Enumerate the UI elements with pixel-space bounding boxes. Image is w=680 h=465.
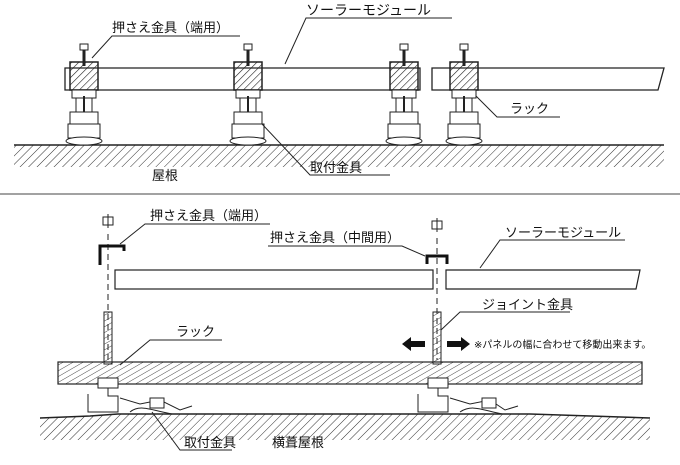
top-solar-module xyxy=(64,67,665,91)
bottom-label-roof: 横葺屋根 xyxy=(272,436,324,451)
bottom-bracket-left xyxy=(87,377,200,415)
bottom-label-solar-module: ソーラーモジュール xyxy=(505,226,621,241)
top-roof xyxy=(14,144,664,167)
bottom-rack xyxy=(57,361,643,385)
top-mount-2 xyxy=(229,43,267,146)
bottom-mid-clamp xyxy=(425,254,449,264)
bottom-solar-modules xyxy=(114,269,641,290)
bottom-end-clamp xyxy=(98,244,126,265)
top-diagram: 押さえ金具（端用） ソーラーモジュール ラック 屋根 取付金具 xyxy=(14,3,665,184)
top-mount-3 xyxy=(385,43,423,146)
top-label-mount: 取付金具 xyxy=(310,160,362,176)
move-arrows xyxy=(402,337,470,351)
bottom-label-note: ※パネルの幅に合わせて移動出来ます。 xyxy=(474,338,651,351)
top-mount-4 xyxy=(445,43,483,146)
top-label-rack: ラック xyxy=(510,102,549,117)
bottom-label-mid-clamp: 押さえ金具（中間用） xyxy=(270,230,400,246)
bottom-label-end-clamp: 押さえ金具（端用） xyxy=(150,208,267,224)
top-mount-1 xyxy=(65,43,103,146)
bottom-bolt-left xyxy=(103,311,113,365)
bottom-leaders xyxy=(119,223,625,451)
bottom-label-rack: ラック xyxy=(176,325,215,340)
top-label-end-clamp: 押さえ金具（端用） xyxy=(112,20,229,36)
bottom-roof xyxy=(39,413,651,440)
bottom-bolt-right xyxy=(432,311,442,365)
bottom-diagram: 押さえ金具（端用） 押さえ金具（中間用） ソーラーモジュール ジョイント金具 ※… xyxy=(39,208,651,451)
bottom-label-joint: ジョイント金具 xyxy=(482,297,573,313)
bottom-label-mount: 取付金具 xyxy=(184,435,236,451)
top-label-solar-module: ソーラーモジュール xyxy=(306,3,431,19)
top-label-roof: 屋根 xyxy=(152,169,178,184)
top-leaders xyxy=(91,17,560,176)
